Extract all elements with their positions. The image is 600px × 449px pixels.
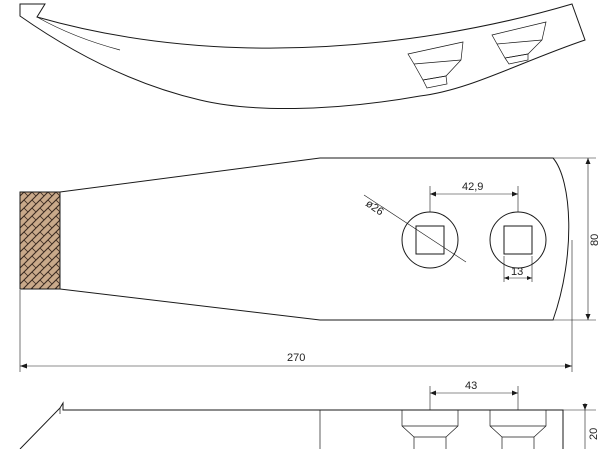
total-length-dimension: 270: [19, 240, 573, 372]
curved-blade-inner-edge: [36, 16, 121, 51]
thickness-label: 20: [588, 428, 600, 440]
width-dimension: 80: [553, 157, 600, 321]
curved-blade-outline: [19, 3, 586, 110]
curved-blade-hole-pocket-1: [407, 41, 464, 89]
hole-spacing-plan-label: 42,9: [462, 181, 483, 193]
width-label: 80: [589, 234, 600, 246]
mounting-hole-2: [489, 211, 547, 269]
square-hole-label: 13: [511, 266, 523, 278]
side-view-outline: [19, 401, 564, 449]
side-view-hole-2: [489, 410, 547, 449]
hole-spacing-plan-dimension: 42,9: [429, 181, 519, 212]
plan-view: ø26 42,9 13 80: [19, 157, 600, 372]
total-length-label: 270: [287, 352, 305, 364]
top-view-curved-blade: [19, 3, 586, 110]
curved-blade-hole-pocket-2: [491, 21, 547, 65]
hole-spacing-side-dimension: 43: [429, 380, 519, 410]
carbide-tip: [19, 191, 61, 290]
mounting-hole-1: [401, 211, 459, 269]
hole-spacing-side-label: 43: [465, 380, 477, 392]
thickness-dimension: 20: [563, 403, 600, 449]
blade-outline: [19, 157, 570, 321]
side-view-hole-1: [401, 410, 459, 449]
square-hole-dimension: 13: [503, 256, 533, 282]
side-view: 43 20: [19, 380, 600, 449]
hole-diameter-label: ø26: [363, 198, 385, 219]
diameter-leader-line: [363, 194, 467, 263]
